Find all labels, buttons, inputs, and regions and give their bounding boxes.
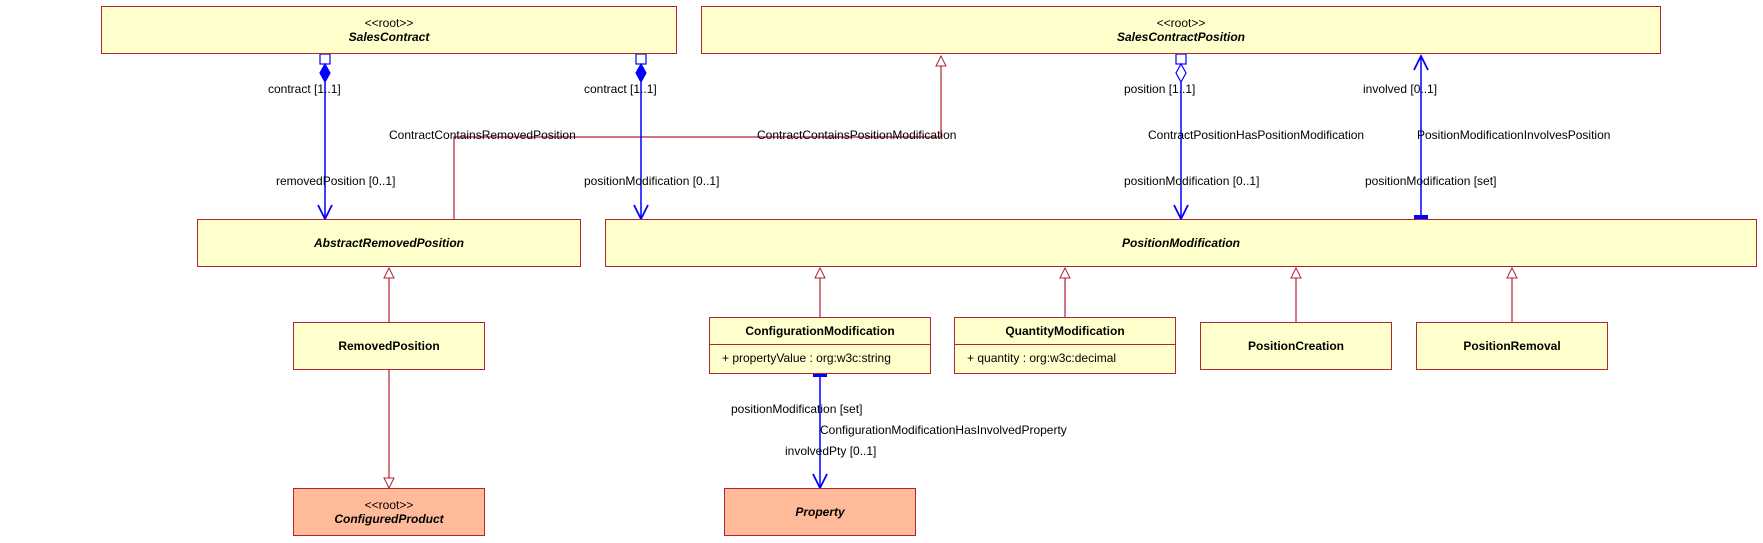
class-quantity-modification[interactable]: QuantityModification + quantity : org:w3… (954, 317, 1176, 374)
class-position-modification[interactable]: PositionModification (605, 219, 1757, 267)
role-label: position [1..1] (1124, 82, 1196, 96)
stereotype-label: <<root>> (364, 15, 414, 30)
stereotype-label: <<root>> (1156, 15, 1206, 30)
end-bar-icon (1414, 215, 1428, 219)
class-attribute: + propertyValue : org:w3c:string (722, 351, 891, 365)
class-configured-product[interactable]: <<root>> ConfiguredProduct (293, 488, 485, 536)
class-position-creation[interactable]: PositionCreation (1200, 322, 1392, 370)
class-property[interactable]: Property (724, 488, 916, 536)
composition-diamond-icon (319, 62, 331, 84)
association-name: ConfigurationModificationHasInvolvedProp… (820, 423, 1067, 437)
stereotype-label: <<root>> (364, 497, 414, 512)
class-name: PositionCreation (1247, 339, 1344, 353)
class-name: RemovedPosition (338, 339, 440, 353)
class-name: PositionModification (1122, 236, 1240, 250)
role-label: involved [0..1] (1363, 82, 1438, 96)
association-name: ContractContainsRemovedPosition (389, 128, 576, 142)
port-square-icon (319, 53, 331, 65)
gen-abstract-removed-to-position (453, 56, 941, 219)
arrow-head-icon (1413, 53, 1429, 71)
association-name: ContractContainsPositionModification (757, 128, 957, 142)
role-label: involvedPty [0..1] (785, 444, 877, 458)
role-label: positionModification [0..1] (1124, 174, 1260, 188)
class-abstract-removed-position[interactable]: AbstractRemovedPosition (197, 219, 581, 267)
class-sales-contract-position[interactable]: <<root>> SalesContractPosition (701, 6, 1661, 54)
role-label: contract [1..1] (584, 82, 657, 96)
composition-diamond-icon (635, 62, 647, 84)
association-name: PositionModificationInvolvesPosition (1417, 128, 1611, 142)
class-name: QuantityModification (1005, 324, 1125, 338)
class-position-removal[interactable]: PositionRemoval (1416, 322, 1608, 370)
role-label: contract [1..1] (268, 82, 341, 96)
association-name: ContractPositionHasPositionModification (1148, 128, 1365, 142)
end-bar-icon (813, 373, 827, 377)
aggregation-diamond-icon (1175, 62, 1187, 84)
class-name: AbstractRemovedPosition (313, 236, 465, 250)
class-name: SalesContract (348, 29, 430, 44)
class-name: ConfigurationModification (745, 324, 895, 338)
role-label: positionModification [set] (1365, 174, 1497, 188)
role-label: positionModification [0..1] (584, 174, 720, 188)
class-removed-position[interactable]: RemovedPosition (293, 322, 485, 370)
class-attribute: + quantity : org:w3c:decimal (967, 351, 1117, 365)
class-configuration-modification[interactable]: ConfigurationModification + propertyValu… (709, 317, 931, 374)
class-name: PositionRemoval (1463, 339, 1561, 353)
class-name: ConfiguredProduct (334, 511, 444, 526)
class-sales-contract[interactable]: <<root>> SalesContract (101, 6, 677, 54)
port-square-icon (635, 53, 647, 65)
port-square-icon (1175, 53, 1187, 65)
role-label: positionModification [set] (731, 402, 863, 416)
class-name: SalesContractPosition (1116, 29, 1246, 44)
role-label: removedPosition [0..1] (276, 174, 396, 188)
class-name: Property (795, 505, 845, 519)
